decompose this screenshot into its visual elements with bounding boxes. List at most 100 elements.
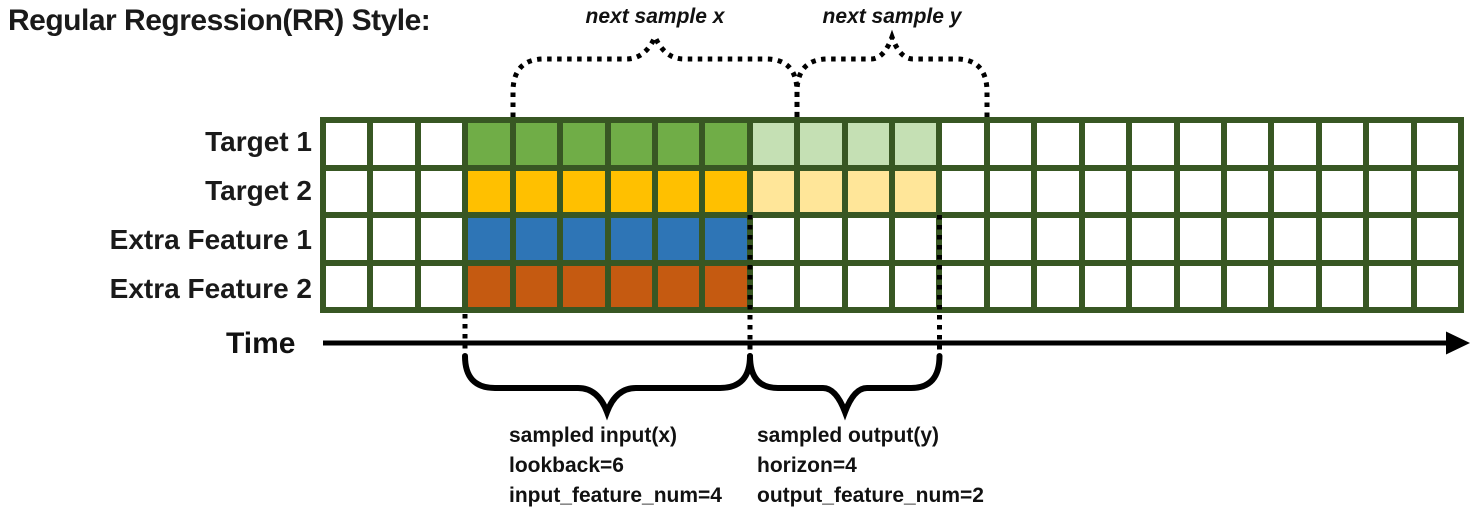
grid-cell [847, 265, 889, 307]
grid-cell [373, 218, 415, 260]
grid-cell [1084, 265, 1127, 307]
grid-cell [1416, 265, 1458, 307]
grid-cell [1179, 170, 1221, 212]
next-sample-x-label: next sample x [585, 5, 725, 28]
time-label: Time [226, 327, 296, 360]
sampled-output-brace [747, 353, 943, 421]
grid-cell [895, 265, 937, 307]
sampled-input-title: sampled input(x) [509, 424, 678, 447]
grid-cell [468, 265, 510, 307]
grid-cell [752, 170, 795, 212]
grid-cell [1132, 170, 1174, 212]
grid-cell [326, 123, 368, 165]
grid-cell [420, 123, 463, 165]
grid-cell [705, 265, 747, 307]
grid-cell [610, 218, 652, 260]
time-axis-arrowhead [1446, 331, 1470, 355]
grid-cell [468, 123, 510, 165]
grid-cell [705, 123, 747, 165]
grid-cell [326, 170, 368, 212]
grid-cell [657, 170, 700, 212]
grid-cell [989, 265, 1032, 307]
grid-cell [1132, 265, 1174, 307]
grid-cell [800, 170, 842, 212]
grid-cell [563, 265, 605, 307]
grid-cell [468, 218, 510, 260]
next-sample-x-brace [510, 30, 800, 117]
grid-cell [1037, 123, 1079, 165]
grid-cell [895, 123, 937, 165]
grid-cell [705, 170, 747, 212]
grid-cell [989, 123, 1032, 165]
sampled-output-annotation: sampled output(y) horizon=4 output_featu… [757, 421, 984, 511]
sampled-input-annotation: sampled input(x) lookback=6 input_featur… [509, 421, 722, 511]
horizon-value: horizon=4 [757, 454, 857, 477]
grid-cell [1037, 218, 1079, 260]
output-feature-num-value: output_feature_num=2 [757, 484, 984, 507]
input-feature-num-value: input_feature_num=4 [509, 484, 722, 507]
grid-cell [847, 218, 889, 260]
grid-cell [420, 218, 463, 260]
grid-cell [1132, 218, 1174, 260]
row-label: Target 2 [205, 174, 312, 206]
grid-cell [1321, 218, 1364, 260]
grid-cell [942, 218, 984, 260]
grid-cell [373, 123, 415, 165]
grid-cell [752, 265, 795, 307]
grid-cell [942, 265, 984, 307]
grid-cell [752, 218, 795, 260]
grid-cell [1226, 123, 1269, 165]
grid-cell [895, 170, 937, 212]
grid-cell [373, 170, 415, 212]
grid-cell [1226, 265, 1269, 307]
grid-cell [1084, 170, 1127, 212]
grid-cell [515, 265, 558, 307]
grid-cell [515, 218, 558, 260]
grid-cell [1416, 218, 1458, 260]
grid-cell [847, 170, 889, 212]
grid-cell [1084, 218, 1127, 260]
row-labels: Target 1 Target 2 Extra Feature 1 Extra Fea… [0, 117, 312, 313]
grid-cell [373, 265, 415, 307]
grid-cell [657, 218, 700, 260]
grid-cell [989, 218, 1032, 260]
grid-cell [420, 170, 463, 212]
grid-cell [1369, 265, 1411, 307]
row-label: Extra Feature 2 [109, 272, 312, 304]
grid-cell [1226, 218, 1269, 260]
grid-cell [1416, 123, 1458, 165]
row-label: Extra Feature 1 [109, 223, 312, 255]
grid-cell [420, 265, 463, 307]
grid-cell [1274, 265, 1316, 307]
grid-cell [563, 123, 605, 165]
grid-cell [563, 170, 605, 212]
grid-cell [1369, 170, 1411, 212]
grid-cell [1037, 170, 1079, 212]
grid-cell [1037, 265, 1079, 307]
grid-cell [1369, 123, 1411, 165]
grid-cell [326, 265, 368, 307]
grid [320, 117, 1464, 313]
grid-cell [752, 123, 795, 165]
grid-cell [515, 170, 558, 212]
row-label: Target 1 [205, 125, 312, 157]
grid-cell [942, 123, 984, 165]
grid-cell [800, 123, 842, 165]
sampled-output-title: sampled output(y) [757, 424, 939, 447]
grid-cell [1321, 123, 1364, 165]
grid-cell [847, 123, 889, 165]
grid-cell [657, 265, 700, 307]
grid-cell [610, 265, 652, 307]
grid-cell [326, 218, 368, 260]
grid-cell [1179, 218, 1221, 260]
grid-cell [610, 170, 652, 212]
grid-cell [800, 265, 842, 307]
grid-cell [563, 218, 605, 260]
next-sample-y-brace [794, 29, 990, 117]
grid-cell [989, 170, 1032, 212]
grid-cell [1416, 170, 1458, 212]
page-title: Regular Regression(RR) Style: [8, 4, 431, 37]
lookback-value: lookback=6 [509, 454, 624, 477]
grid-cell [705, 218, 747, 260]
